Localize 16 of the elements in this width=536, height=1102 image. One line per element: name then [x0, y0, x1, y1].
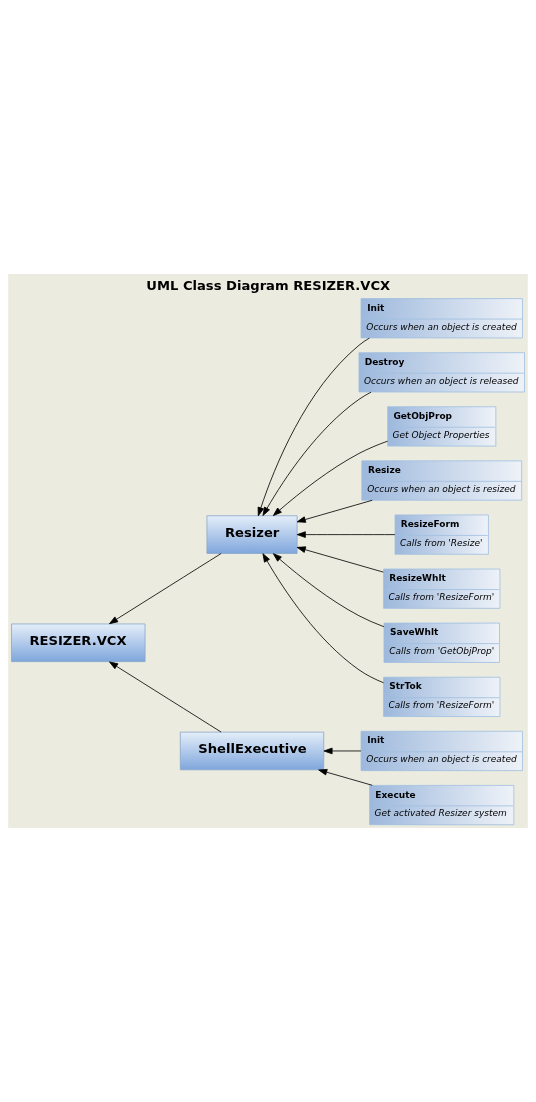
arrow [323, 747, 362, 755]
arrow [272, 553, 385, 628]
arrow [262, 391, 372, 516]
diagram-title: UML Class Diagram RESIZER.VCX [146, 278, 391, 294]
node-box: RESIZER.VCX [11, 623, 146, 663]
arrow [262, 553, 384, 684]
arrow [257, 337, 370, 517]
arrow [109, 553, 222, 625]
arrow [296, 531, 396, 538]
arrow [296, 499, 373, 523]
arrow [296, 546, 384, 573]
node-box: ShellExecutive [179, 731, 325, 771]
arrow [318, 769, 373, 786]
arrow [272, 440, 388, 516]
arrow [109, 661, 222, 733]
node-box: Resizer [206, 515, 298, 554]
